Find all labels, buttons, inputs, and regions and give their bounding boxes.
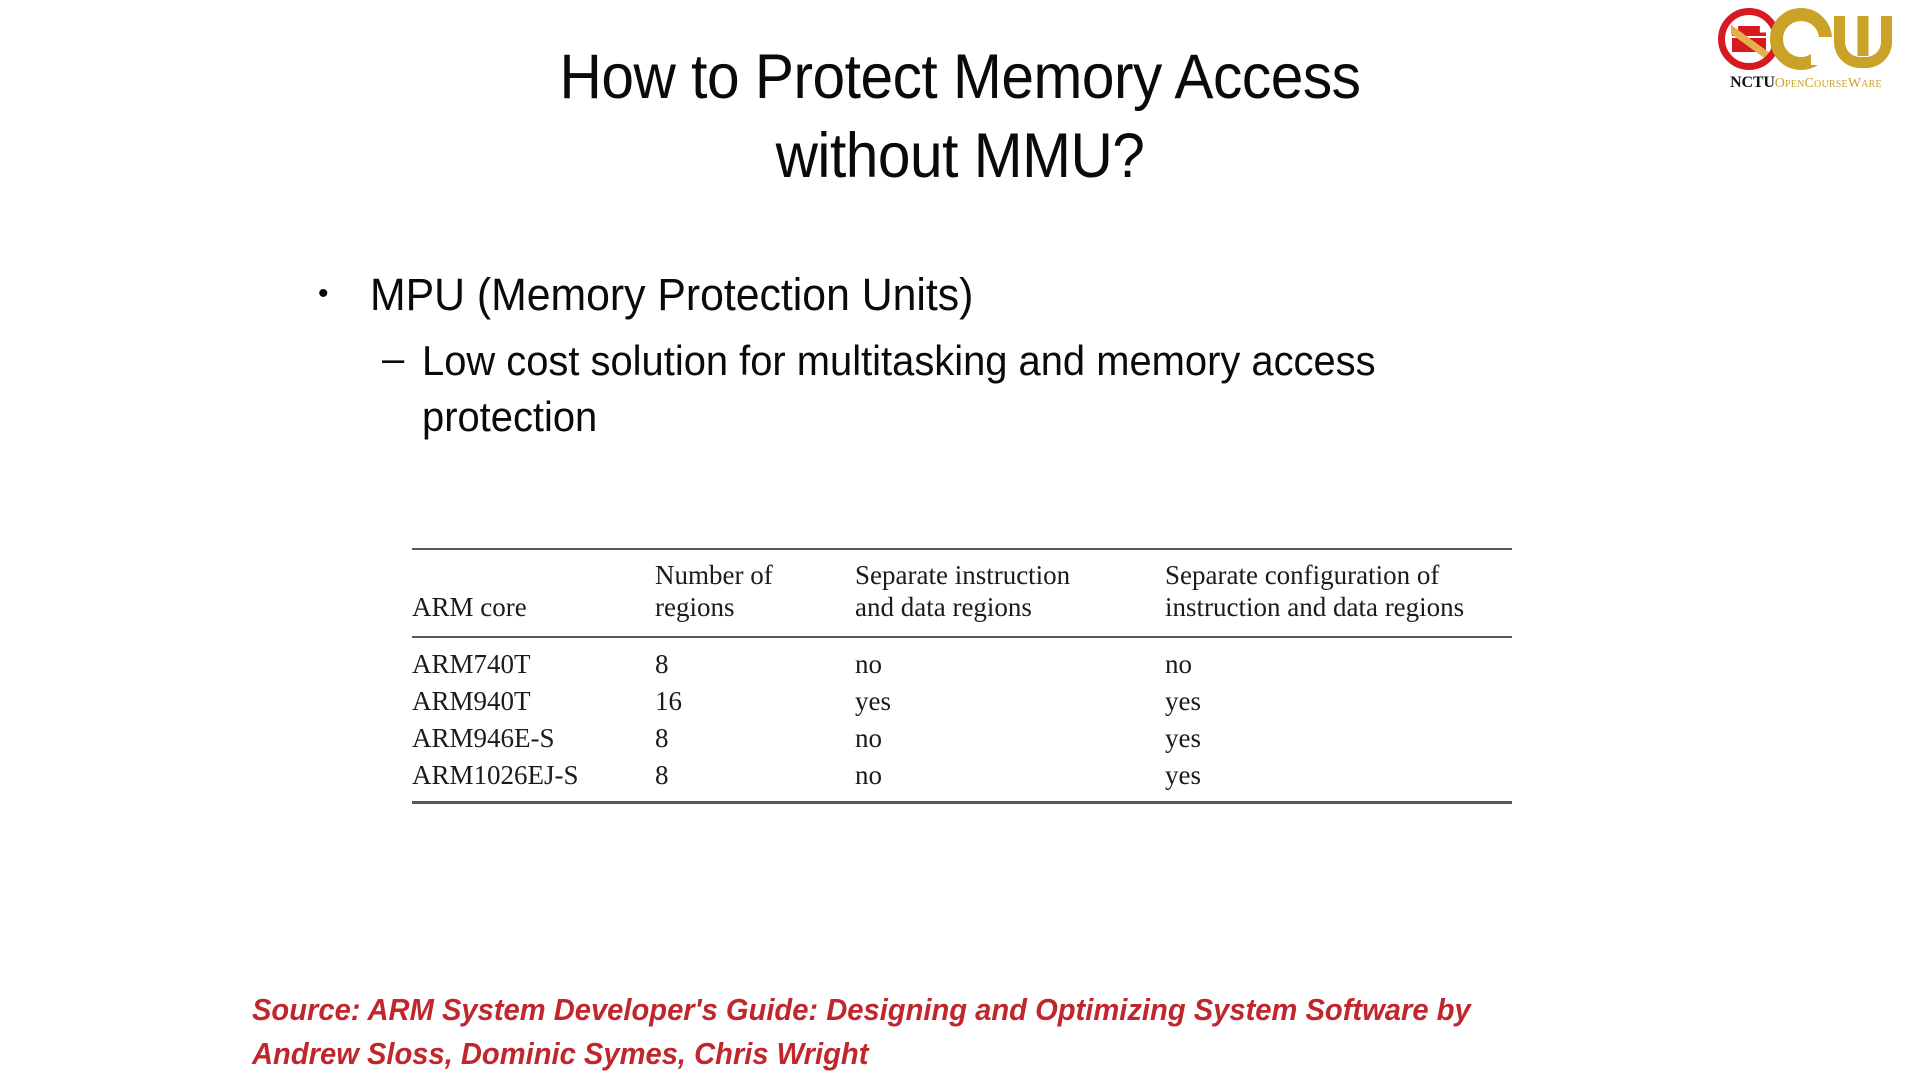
cell-separate-instr-data: no [855, 759, 882, 790]
cell-separate-config: yes [1165, 722, 1201, 753]
table-row: ARM1026EJ-S 8 no yes [412, 757, 1512, 803]
bullet-item-mpu: • MPU (Memory Protection Units) [318, 268, 1638, 321]
arm-mpu-table: ARM core Number of regions Separate inst… [412, 548, 1512, 804]
bullet-marker-dash-icon: – [382, 337, 405, 382]
bullet-marker-dot-icon: • [318, 277, 329, 310]
cell-core: ARM946E-S [412, 722, 555, 753]
source-citation: Source: ARM System Developer's Guide: De… [252, 988, 1568, 1076]
arm-mpu-table-grid: ARM core Number of regions Separate inst… [412, 548, 1512, 804]
col-header-separate-configuration-line2: instruction and data regions [1165, 591, 1465, 622]
bullet-item-lowcost: – Low cost solution for multitasking and… [318, 333, 1638, 444]
ocw-letter-c-icon [1770, 8, 1833, 70]
col-header-separate-configuration-line1: Separate configuration of [1165, 560, 1440, 590]
col-header-separate-instruction-data: Separate instruction and data regions [855, 549, 1165, 637]
bullet-list: • MPU (Memory Protection Units) – Low co… [318, 268, 1638, 444]
col-header-number-of-regions-line1: Number of [655, 560, 773, 590]
col-header-number-of-regions: Number of regions [655, 549, 855, 637]
logo-wordmark: NCTUOpenCourseWare [1710, 74, 1902, 92]
table-header-row: ARM core Number of regions Separate inst… [412, 549, 1512, 637]
col-header-separate-instruction-data-line1: Separate instruction [855, 560, 1071, 590]
cell-regions: 8 [655, 759, 669, 790]
source-citation-line-2: Andrew Sloss, Dominic Symes, Chris Wrigh… [252, 1036, 869, 1072]
cell-separate-instr-data: no [855, 722, 882, 753]
cell-core: ARM740T [412, 648, 531, 679]
page-title: How to Protect Memory Access without MMU… [290, 38, 1629, 196]
logo-institution: NCTU [1730, 74, 1775, 91]
ocw-seal-o-icon [1718, 8, 1780, 70]
cell-regions: 8 [655, 722, 669, 753]
bullet-item-lowcost-label: Low cost solution for multitasking and m… [422, 337, 1376, 440]
table-row: ARM946E-S 8 no yes [412, 720, 1512, 757]
page-title-line-1: How to Protect Memory Access [559, 42, 1361, 112]
table-body: ARM740T 8 no no ARM940T 16 yes yes ARM94… [412, 637, 1512, 803]
col-header-arm-core-line2: ARM core [412, 591, 527, 622]
cell-separate-config: yes [1165, 759, 1201, 790]
bullet-item-mpu-label: MPU (Memory Protection Units) [370, 269, 974, 320]
cell-separate-instr-data: no [855, 648, 882, 679]
col-header-separate-instruction-data-line2: and data regions [855, 591, 1032, 622]
table-row: ARM940T 16 yes yes [412, 683, 1512, 720]
col-header-separate-configuration: Separate configuration of instruction an… [1165, 549, 1512, 637]
col-header-arm-core: ARM core [412, 549, 655, 637]
cell-core: ARM1026EJ-S [412, 759, 579, 790]
cell-regions: 16 [655, 685, 682, 716]
ocw-letter-w-icon [1834, 16, 1892, 68]
source-citation-line-1: Source: ARM System Developer's Guide: De… [252, 992, 1471, 1027]
cell-regions: 8 [655, 648, 669, 679]
nctu-ocw-logo: NCTUOpenCourseWare [1710, 6, 1902, 102]
table-row: ARM740T 8 no no [412, 637, 1512, 683]
cell-core: ARM940T [412, 685, 531, 716]
cell-separate-instr-data: yes [855, 685, 891, 716]
logo-ocw-word: OpenCourseWare [1774, 76, 1882, 91]
table-header: ARM core Number of regions Separate inst… [412, 549, 1512, 637]
logo-letterforms [1710, 6, 1902, 74]
cell-separate-config: no [1165, 648, 1192, 679]
page-title-line-2: without MMU? [775, 120, 1145, 191]
cell-separate-config: yes [1165, 685, 1201, 716]
col-header-number-of-regions-line2: regions [655, 591, 735, 622]
